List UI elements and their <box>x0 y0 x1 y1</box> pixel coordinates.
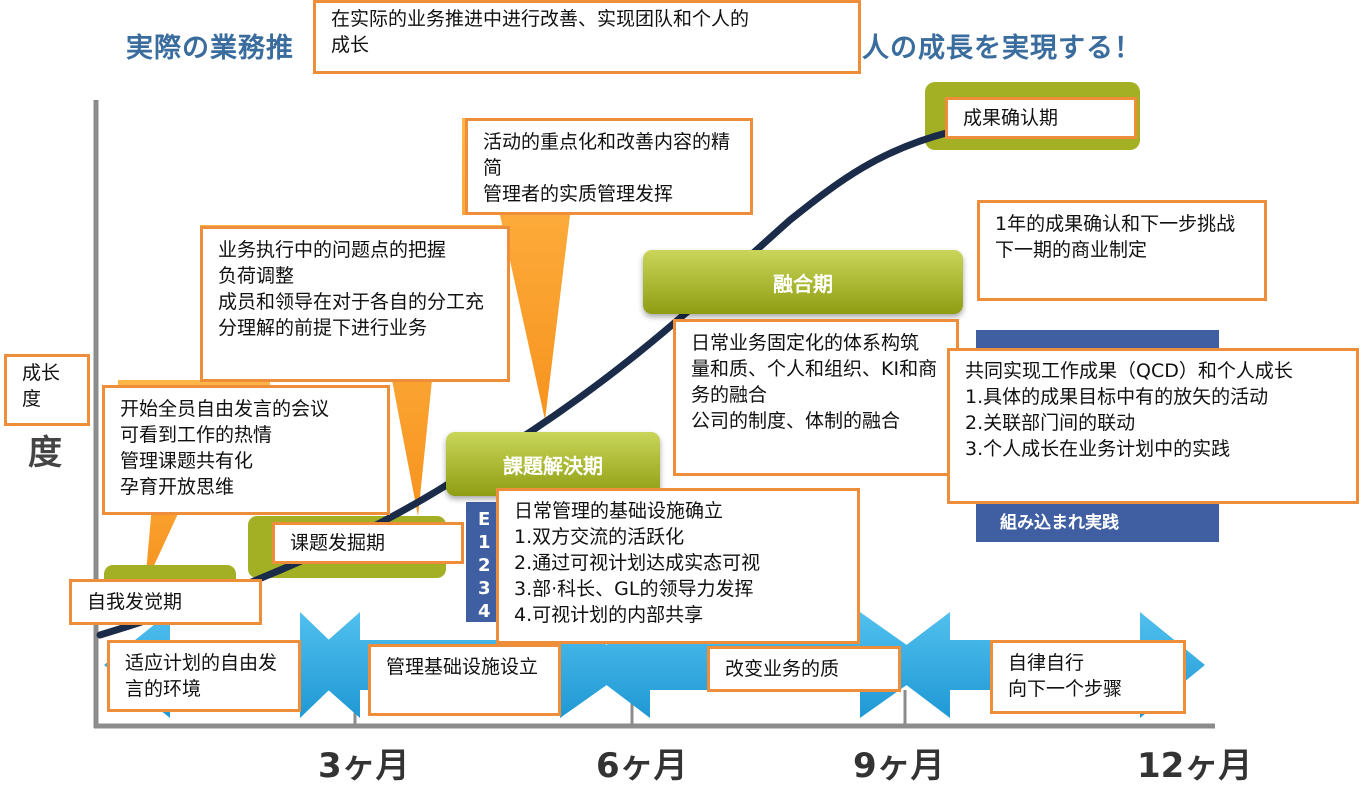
arrow-label-4: 自律自行 向下一个步骤 <box>990 640 1186 714</box>
arrow-label-2: 管理基础设施设立 <box>368 644 561 716</box>
note-year-result: 1年的成果确认和下一步挑战 下一期的商业制定 <box>977 200 1267 301</box>
title-overlay: 在实际的业务推进中进行改善、实现团队和个人的 成长 <box>313 0 861 74</box>
phase-block-yugo: 融合期 <box>643 250 963 314</box>
note-qcd: 共同实现工作成果（QCD）和个人成长 1.具体的成果目标中有的放矢的活动 2.关… <box>947 348 1359 504</box>
note-free-meeting: 开始全员自由发言的会议 可看到工作的热情 管理课题共有化 孕育开放思维 <box>102 385 390 515</box>
phase-block-kadai: 課題解決期 <box>446 432 660 496</box>
note-focus: 活动的重点化和改善内容的精简 管理者的实质管理发挥 <box>465 118 753 215</box>
growth-curve <box>96 128 954 639</box>
note-daily-infra: 日常管理的基础设施确立 1.双方交流的活跃化 2.通过可视计划达成实态可视 3.… <box>496 488 860 644</box>
note-problems: 业务执行中的问题点的把握 负荷调整 成员和领导在对于各自的分工充分理解的前提下进… <box>200 226 510 382</box>
background-heading-left: 実際の業務推 <box>126 33 294 64</box>
y-axis-label-box: 成长 度 <box>4 354 90 426</box>
note-self-awareness-phase: 自我发觉期 <box>69 579 262 625</box>
x-tick-label-12: 12ヶ月 <box>1137 746 1253 786</box>
note-issue-discovery-phase: 课题发掘期 <box>272 522 464 564</box>
arrow-label-1: 适应计划的自由发言的环境 <box>107 640 301 712</box>
y-axis-char: 度 <box>28 433 62 473</box>
x-tick-label-6: 6ヶ月 <box>596 746 688 786</box>
note-fusion: 日常业务固定化的体系构筑 量和质、个人和组织、KI和商务的融合 公司的制度、体制… <box>673 319 959 476</box>
arrow-label-3: 改变业务的质 <box>707 646 901 692</box>
note-result-confirm-phase: 成果确认期 <box>945 97 1137 139</box>
background-heading-right: 人の成長を実現する！ <box>862 33 1142 64</box>
x-tick-label-9: 9ヶ月 <box>853 746 945 786</box>
x-tick-label-3: 3ヶ月 <box>318 746 410 786</box>
